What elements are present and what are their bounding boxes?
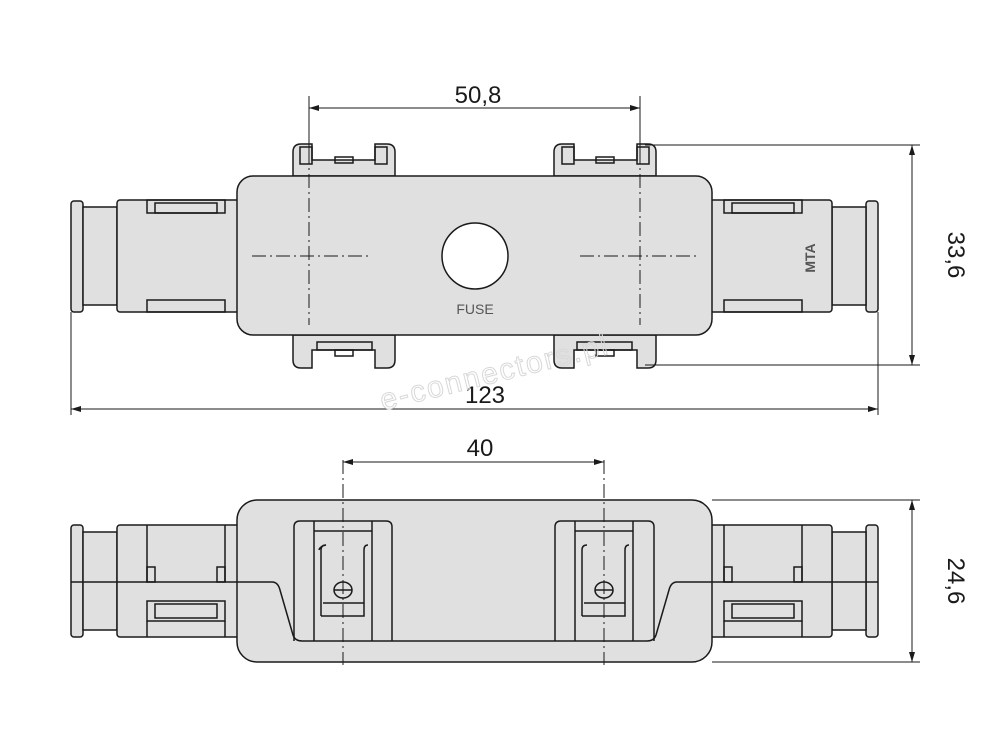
side-view <box>70 460 879 665</box>
dim-123: 123 <box>465 382 505 409</box>
fuse-label: FUSE <box>456 301 493 317</box>
top-view: FUSE MTA <box>70 143 879 369</box>
mta-logo: MTA <box>802 243 818 272</box>
dimensions-side: 40 24,6 <box>343 435 969 663</box>
dimensions-top: 50,8 33,6 123 <box>70 82 969 415</box>
dim-50-8: 50,8 <box>455 82 502 109</box>
dim-33-6: 33,6 <box>942 232 969 279</box>
dim-24-6: 24,6 <box>942 558 969 605</box>
dim-40: 40 <box>467 435 494 462</box>
fuse-hole <box>441 222 509 290</box>
